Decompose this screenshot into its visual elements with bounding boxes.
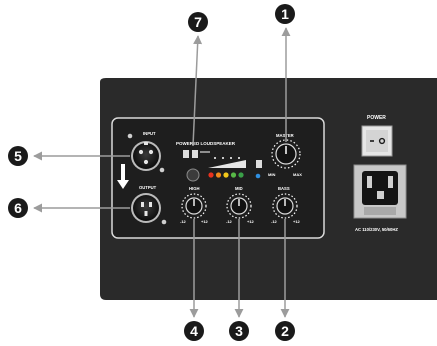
callout-badge-3: 3 (229, 321, 249, 341)
callout-badge-1: 1 (275, 4, 295, 24)
high-max-label: +12 (201, 219, 209, 224)
input-screw-top (127, 133, 133, 139)
ac-power-inlet (353, 164, 407, 219)
mid-knob[interactable] (226, 193, 252, 219)
led-indicator-row (208, 172, 244, 178)
mid-label: MID (235, 186, 243, 191)
ac-rating-label: AC 110/230V, 50/60HZ (355, 227, 398, 232)
master-label: MASTER (276, 133, 294, 138)
callout-badge-4: 4 (184, 321, 204, 341)
bass-max-label: +12 (293, 219, 301, 224)
bass-knob[interactable] (272, 193, 298, 219)
signal-flow-arrow (117, 164, 129, 189)
callout-badge-6: 6 (8, 198, 28, 218)
bass-min-label: -12 (271, 219, 278, 224)
power-label: POWER (367, 115, 386, 121)
limiter-switch[interactable] (256, 160, 262, 168)
master-min-label: MIN (268, 172, 275, 177)
input-screw-bottom (159, 167, 165, 173)
led-2 (215, 172, 222, 178)
output-screw (161, 219, 167, 225)
high-min-label: -12 (180, 219, 187, 224)
callout-6-number: 6 (14, 200, 22, 216)
mid-max-label: +12 (247, 219, 255, 224)
callout-badge-2: 2 (275, 321, 295, 341)
input-xlr-connector (131, 141, 161, 171)
master-max-label: MAX (293, 172, 302, 177)
callout-7-number: 7 (194, 14, 202, 30)
led-5 (238, 172, 244, 178)
callout-4-number: 4 (190, 323, 198, 339)
master-knob[interactable] (271, 139, 301, 169)
mode-switch-group (183, 150, 210, 158)
level-meter-dots (214, 157, 240, 159)
panel-title: POWERED LOUDSPEAKER (176, 141, 236, 146)
control-plate (111, 117, 325, 239)
power-switch[interactable] (361, 125, 393, 157)
callout-7-arrow (192, 35, 203, 147)
level-meter-wedge (208, 160, 246, 168)
high-knob[interactable] (181, 193, 207, 219)
led-4 (230, 172, 237, 178)
push-button[interactable] (186, 168, 200, 182)
callout-3-number: 3 (235, 323, 243, 339)
mid-min-label: -12 (226, 219, 233, 224)
output-label: OUTPUT (139, 185, 157, 190)
high-label: HIGH (189, 186, 199, 191)
bass-label: BASS (278, 186, 290, 191)
callout-badge-5: 5 (8, 146, 28, 166)
callout-1-number: 1 (281, 6, 289, 22)
input-label: INPUT (143, 131, 156, 136)
output-xlr-connector (131, 193, 161, 223)
led-1 (208, 172, 214, 178)
status-led (255, 173, 261, 179)
callout-badge-7: 7 (188, 12, 208, 32)
callout-2-number: 2 (281, 323, 289, 339)
led-3 (223, 172, 229, 178)
callout-5-number: 5 (14, 148, 22, 164)
